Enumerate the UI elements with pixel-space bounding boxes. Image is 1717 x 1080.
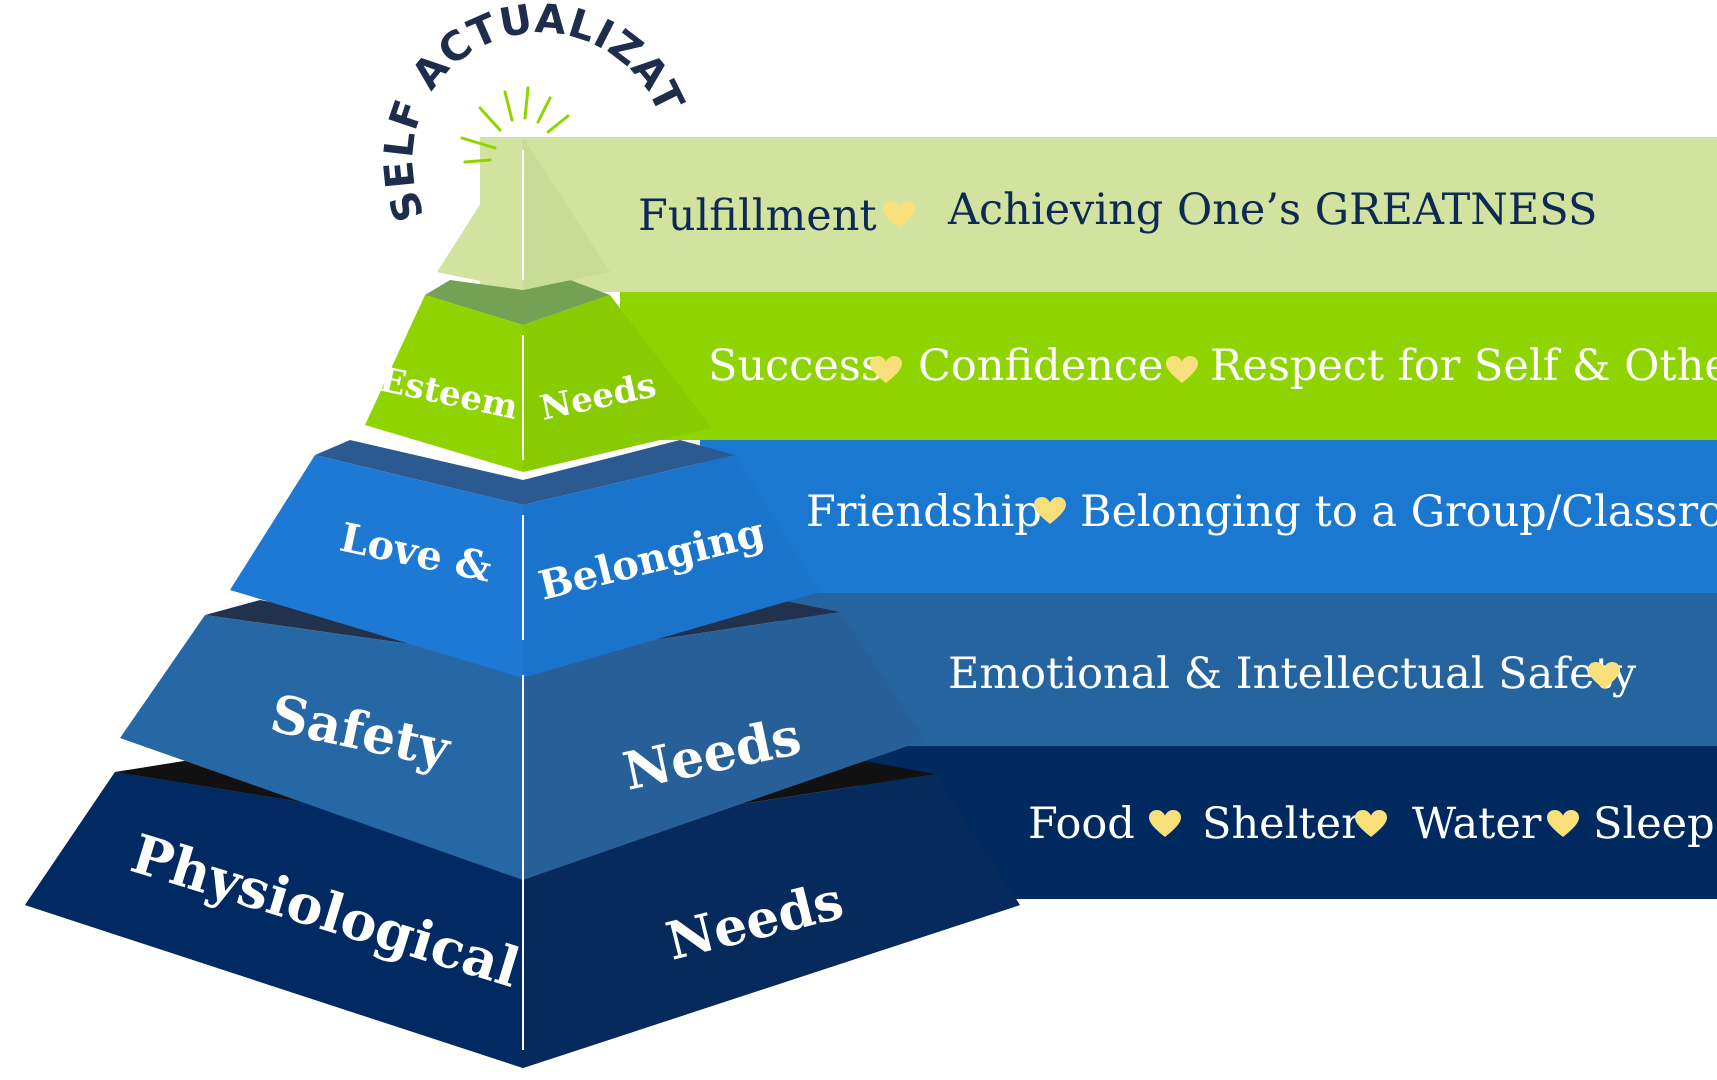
tier-apex-right [523, 137, 610, 290]
item-food: Food [1028, 799, 1135, 849]
item-respect: Respect for Self & Others [1210, 341, 1717, 391]
tier-love-back [315, 440, 735, 505]
tier-safety-right [523, 612, 925, 880]
band-love-belonging [700, 440, 1717, 593]
item-greatness: Achieving One’s GREATNESS [947, 185, 1597, 235]
band-self-actualization [480, 137, 1717, 292]
item-sleep: Sleep [1593, 799, 1715, 849]
tier-esteem-back [425, 280, 610, 325]
item-fulfillment: Fulfillment [638, 191, 877, 241]
tier-safety-back [205, 600, 840, 660]
item-success: Success [708, 341, 883, 391]
pyramid [25, 137, 1020, 1068]
item-friendship: Friendship [806, 487, 1042, 537]
tier-safety-left [120, 615, 523, 880]
item-shelter: Shelter [1202, 799, 1362, 849]
item-emotional-safety: Emotional & Intellectual Safety [948, 649, 1637, 699]
sparkle-icon [460, 86, 570, 164]
item-confidence: Confidence [918, 341, 1163, 391]
tier-love-right [523, 455, 820, 678]
tier-love-left [230, 455, 523, 678]
tier-esteem-right [523, 295, 712, 472]
tier-esteem-left [365, 295, 523, 472]
tier-physiological-left [25, 772, 523, 1068]
item-belonging-group: Belonging to a Group/Classroom [1080, 487, 1717, 537]
band-safety [780, 593, 1717, 746]
tier-apex-left [437, 137, 523, 290]
band-items: Fulfillment Achieving One’s GREATNESS Su… [638, 185, 1717, 849]
tier-physiological-right [523, 774, 1020, 1068]
item-water: Water [1412, 799, 1542, 849]
